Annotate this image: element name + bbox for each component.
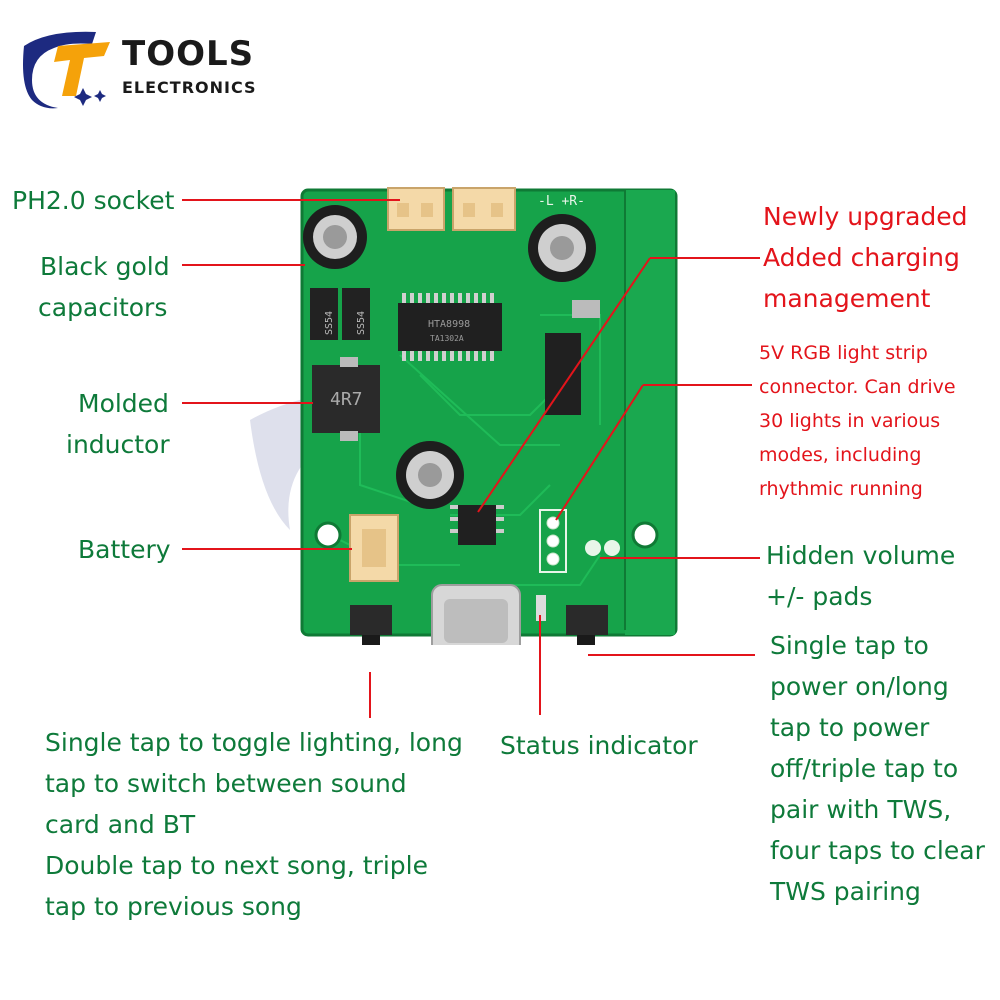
brand-name: TOOLS [122,34,255,74]
volume-pad-1 [585,540,601,556]
svg-text:SS54: SS54 [324,311,335,335]
svg-text:4R7: 4R7 [330,389,363,410]
power-button [566,605,608,635]
pcb-board: -L +R- SS54 SS54 HTA8998 TA1302A 4R7 [300,185,680,671]
ph20-socket-1 [387,187,445,231]
tools-logo-icon [23,31,110,109]
label-power-button: Single tap to power on/long tap to power… [770,631,985,906]
label-light-button: Single tap to toggle lighting, long tap … [45,728,463,921]
bluetooth-chip [545,333,581,415]
light-button [350,605,392,635]
label-status-indicator: Status indicator [500,731,698,760]
label-rgb-connector: 5V RGB light strip connector. Can drive … [759,342,956,500]
label-upgrade: Newly upgraded Added charging management [763,202,968,313]
label-black-gold-capacitors: Black gold capacitors [38,252,170,322]
ph20-socket-2 [452,187,516,231]
brand-logo: TOOLS ELECTRONICS [18,24,258,114]
volume-pad-2 [604,540,620,556]
brand-subname: ELECTRONICS [122,78,257,97]
svg-text:SS54: SS54 [356,311,367,335]
label-hidden-volume: Hidden volume +/- pads [766,541,956,611]
svg-text:HTA8998: HTA8998 [428,319,470,330]
diode-1 [310,288,338,340]
diode-2 [342,288,370,340]
silkscreen-top: -L +R- [538,194,585,209]
label-molded-inductor: Molded inductor [66,389,170,459]
charging-chip [458,505,496,545]
status-led [536,595,546,621]
svg-text:TA1302A: TA1302A [430,334,464,343]
label-ph20-socket: PH2.0 socket [12,186,175,215]
label-battery: Battery [78,535,171,564]
molded-inductor [312,365,380,433]
